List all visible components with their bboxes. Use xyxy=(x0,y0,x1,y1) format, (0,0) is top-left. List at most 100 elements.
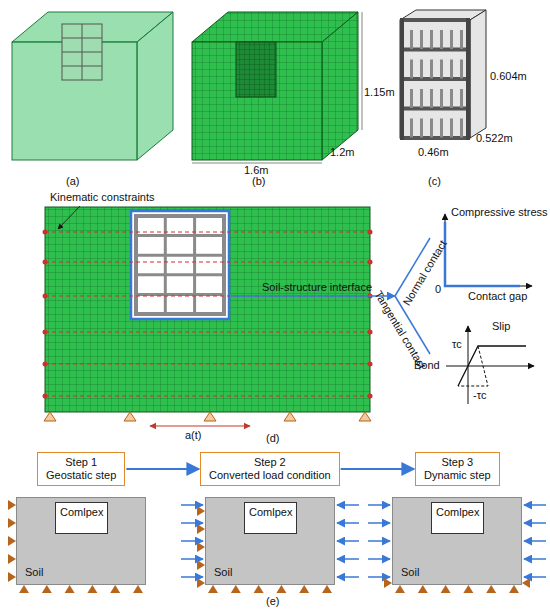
label: Normal contact xyxy=(400,238,449,308)
column-2d xyxy=(193,216,196,314)
label: (d) xyxy=(266,432,279,445)
constraint-dot xyxy=(43,330,48,335)
node-title: Step 1 xyxy=(46,456,116,469)
support xyxy=(197,560,205,570)
load-arrow xyxy=(181,558,203,560)
soil-region: Soil Comlpex xyxy=(205,497,335,585)
column xyxy=(410,60,413,79)
cutout xyxy=(236,42,276,97)
load-arrow xyxy=(368,504,390,506)
node-title: Soil xyxy=(214,566,232,579)
label: (e) xyxy=(266,595,279,608)
constraint-line xyxy=(45,395,370,396)
column xyxy=(430,30,433,49)
soil-box-a xyxy=(12,12,173,160)
column xyxy=(430,119,433,138)
support xyxy=(133,585,143,593)
support xyxy=(8,572,16,582)
axis xyxy=(446,366,534,367)
box-side xyxy=(137,12,173,160)
label: -τc xyxy=(473,389,487,402)
column xyxy=(450,89,453,108)
node-title: Comlpex xyxy=(436,506,479,519)
step-box: Step 1Geostatic step xyxy=(37,452,125,486)
support xyxy=(8,500,16,510)
load-arrow xyxy=(337,576,359,578)
support xyxy=(322,585,332,593)
column xyxy=(460,119,463,138)
support xyxy=(441,585,451,593)
label: (b) xyxy=(252,175,265,188)
column xyxy=(420,89,423,108)
column xyxy=(460,30,463,49)
label: (c) xyxy=(428,175,441,188)
support xyxy=(8,518,16,528)
load-arrow xyxy=(337,504,359,506)
constraint-dot xyxy=(43,362,48,367)
column xyxy=(420,60,423,79)
column xyxy=(450,119,453,138)
support xyxy=(395,585,405,593)
constraint-dot xyxy=(43,230,48,235)
soil-region: Soil Comlpex xyxy=(392,497,522,585)
support xyxy=(19,585,29,593)
load-arrow xyxy=(524,576,546,578)
column xyxy=(440,60,443,79)
column xyxy=(440,119,443,138)
label: Soil-structure interface xyxy=(262,281,372,294)
node-title: Comlpex xyxy=(249,506,292,519)
unload-curve xyxy=(458,346,488,386)
column xyxy=(440,30,443,49)
node-text: Geostatic step xyxy=(46,469,116,482)
complex-box: Comlpex xyxy=(55,502,108,534)
constraint-line xyxy=(45,261,370,262)
load-arrow xyxy=(181,504,203,506)
mesh-2d xyxy=(43,206,535,426)
constraint-line xyxy=(45,331,370,332)
complex-outline xyxy=(62,24,102,80)
support xyxy=(87,585,97,593)
label: Compressive stress xyxy=(451,206,548,219)
wall xyxy=(400,18,404,140)
dim-line xyxy=(362,12,363,130)
support xyxy=(197,506,205,516)
support xyxy=(42,585,52,593)
constraint-dot xyxy=(43,260,48,265)
complex-box: Comlpex xyxy=(244,502,297,534)
load-arrow xyxy=(524,558,546,560)
node-title: Step 3 xyxy=(424,456,491,469)
load-arrow xyxy=(368,540,390,542)
node-title: Soil xyxy=(25,566,43,579)
label: Kinematic constraints xyxy=(50,191,155,204)
load-arrow xyxy=(368,522,390,524)
support xyxy=(418,585,428,593)
support xyxy=(110,585,120,593)
label: Slip xyxy=(492,320,510,333)
column xyxy=(430,89,433,108)
load-arrow xyxy=(368,576,390,578)
node-title: Step 2 xyxy=(209,456,331,469)
support xyxy=(65,585,75,593)
constraint-dot xyxy=(368,394,373,399)
complex-box: Comlpex xyxy=(431,502,484,534)
node-title: Soil xyxy=(401,566,419,579)
column xyxy=(430,60,433,79)
node-text: Converted load condition xyxy=(209,469,331,482)
support xyxy=(359,412,371,421)
support xyxy=(522,578,530,588)
column xyxy=(450,60,453,79)
column xyxy=(420,119,423,138)
support xyxy=(208,585,218,593)
support xyxy=(486,585,496,593)
label: Tangential contact xyxy=(372,289,429,372)
support xyxy=(284,412,296,421)
column xyxy=(410,119,413,138)
support xyxy=(197,578,205,588)
wall xyxy=(466,18,470,140)
support xyxy=(384,578,392,588)
support xyxy=(231,585,241,593)
excitation-arrow xyxy=(150,425,250,426)
box-front xyxy=(400,20,470,138)
label: Contact gap xyxy=(468,290,527,303)
label: 0.46m xyxy=(418,146,449,159)
